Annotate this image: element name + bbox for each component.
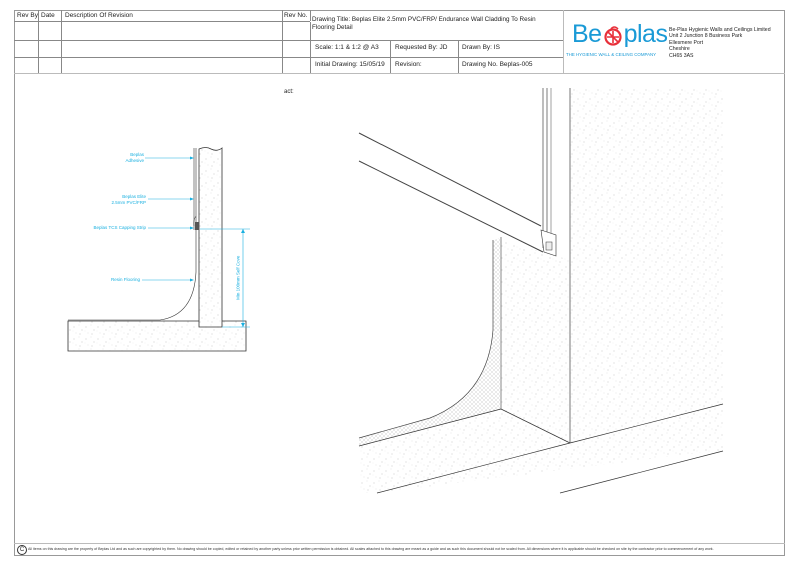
revision-field: Revision: (395, 61, 422, 68)
copyright-icon: C (17, 545, 27, 555)
label-line: Beplas Elite (122, 194, 146, 199)
grid-line (282, 10, 283, 73)
address-line: Cheshire (669, 46, 690, 53)
scale-field: Scale: 1:1 & 1:2 @ A3 (315, 44, 379, 51)
logo-icon (602, 26, 624, 46)
grid-line (390, 40, 391, 73)
requested-by-field: Requested By: JD (395, 44, 448, 51)
header-description: Description Of Revision (65, 12, 133, 19)
drawing-frame (14, 10, 785, 556)
grid-line (14, 73, 785, 74)
company-address: Be-Plas Hygienic Walls and Ceilings Limi… (669, 27, 771, 59)
label-line: Beplas (130, 152, 144, 157)
grid-line (61, 10, 62, 73)
label-elite-cladding: Beplas Elite 2.5mm PVC/FRP (80, 194, 146, 205)
company-logo: Be plas (572, 20, 668, 49)
section-detail (67, 147, 250, 352)
drawing-title-cont: Flooring Detail (312, 24, 353, 31)
grid-line (38, 10, 39, 73)
header-date: Date (41, 12, 55, 19)
grid-line (14, 21, 563, 22)
header-rev-no: Rev No. (284, 12, 308, 19)
label-line: Adhesive (125, 157, 144, 163)
logo-text-plas: plas (623, 20, 668, 48)
address-line: Ellesmere Port (669, 39, 704, 46)
drawing-no-field: Drawing No. Beplas-005 (462, 61, 533, 68)
dimension-label: Min 100mm Self Cove (235, 255, 241, 300)
label-adhesive: Beplas Adhesive (100, 152, 144, 163)
grid-line (310, 10, 311, 73)
address-line: Be-Plas Hygienic Walls and Ceilings Limi… (669, 27, 771, 33)
initial-drawing-field: Initial Drawing: 15/05/19 (315, 61, 385, 68)
footer-note: All items on this drawing are the proper… (28, 547, 714, 551)
drawing-title: Drawing Title: Beplas Elite 2.5mm PVC/FR… (312, 16, 536, 23)
grid-line (14, 57, 563, 58)
drawn-by-field: Drawn By: IS (462, 44, 500, 51)
grid-line (563, 10, 564, 73)
grid-line (458, 40, 459, 73)
title-merge-mask (310, 21, 563, 22)
grid-line (14, 40, 563, 41)
stray-text: act: (284, 89, 294, 95)
label-line: 2.5mm PVC/FRP (111, 199, 146, 205)
isometric-detail (358, 88, 724, 494)
address-line: Unit 2 Junction 8 Business Park (669, 33, 743, 40)
address-line: CH65 3AS (669, 52, 694, 59)
footer-divider (14, 543, 785, 544)
logo-tagline: THE HYGIENIC WALL & CEILING COMPANY (566, 52, 657, 57)
label-capping-strip: Beplas TCS Capping Strip (93, 225, 146, 230)
label-resin-flooring: Resin Flooring (110, 277, 140, 282)
logo-text-be: Be (572, 20, 602, 48)
header-rev-by: Rev By (17, 12, 38, 19)
